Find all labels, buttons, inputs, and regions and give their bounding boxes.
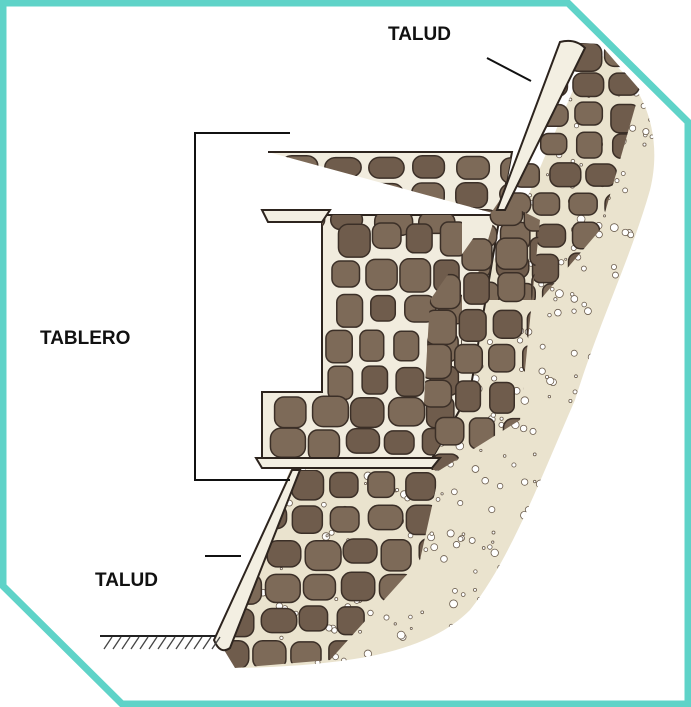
- stone: [572, 72, 605, 98]
- stone: [349, 396, 385, 429]
- stone: [470, 43, 488, 72]
- stone: [549, 162, 582, 188]
- stone: [325, 329, 353, 364]
- stone: [367, 182, 405, 205]
- stone: [405, 223, 433, 254]
- talud-top-leader: [486, 57, 532, 82]
- stone: [470, 102, 494, 126]
- stone: [307, 429, 341, 462]
- tablero-bottom-ledge: [254, 457, 443, 469]
- stone: [264, 573, 301, 604]
- stone: [411, 182, 446, 208]
- tablero-bracket: [194, 132, 290, 481]
- stone: [291, 505, 324, 534]
- stone: [456, 155, 491, 180]
- stone: [368, 156, 405, 179]
- stone: [434, 416, 465, 446]
- stone: [329, 471, 359, 499]
- stone: [424, 309, 457, 346]
- stone: [367, 504, 404, 531]
- stone: [574, 101, 604, 126]
- stone: [380, 538, 412, 572]
- stone: [218, 504, 245, 532]
- stone: [370, 294, 397, 322]
- stone: [311, 395, 350, 428]
- stone: [395, 366, 425, 397]
- stone: [531, 253, 560, 284]
- stone: [327, 365, 354, 401]
- stone: [443, 642, 478, 667]
- stone: [365, 258, 398, 291]
- stone: [585, 163, 618, 187]
- stone: [568, 192, 598, 216]
- stone: [393, 330, 420, 362]
- stone: [458, 308, 487, 342]
- stone: [453, 343, 484, 374]
- stone: [645, 224, 670, 248]
- stone: [489, 381, 515, 414]
- stone: [461, 238, 493, 272]
- stone: [535, 223, 567, 248]
- stone: [575, 131, 603, 159]
- stone: [269, 427, 307, 458]
- ground-line: [100, 635, 221, 650]
- stone: [336, 293, 364, 328]
- stone: [470, 71, 495, 97]
- stone: [463, 272, 490, 305]
- stone: [342, 538, 378, 564]
- stone: [532, 192, 561, 216]
- stone: [280, 154, 319, 177]
- stone: [361, 365, 389, 395]
- stone: [371, 222, 402, 250]
- stone: [279, 182, 322, 205]
- stone: [345, 427, 381, 454]
- stone: [218, 470, 246, 502]
- stone: [639, 43, 640, 71]
- tablero-label: TABLERO: [40, 328, 130, 349]
- stone: [359, 329, 385, 362]
- stone: [324, 156, 362, 178]
- stone: [399, 258, 432, 293]
- stone: [404, 640, 435, 668]
- stone: [273, 396, 307, 429]
- talud-top-label: TALUD: [388, 24, 451, 45]
- talud-bottom-label: TALUD: [95, 570, 158, 591]
- stone: [495, 42, 528, 67]
- stone: [412, 154, 446, 179]
- stone: [252, 639, 287, 668]
- stone: [337, 223, 371, 258]
- stone: [260, 607, 298, 634]
- stone: [405, 471, 437, 501]
- stone: [487, 343, 516, 373]
- stone: [639, 253, 640, 278]
- stone: [608, 72, 640, 96]
- stone: [331, 260, 361, 288]
- lower-talud-edge: [212, 469, 302, 652]
- stone: [336, 606, 365, 636]
- stone: [304, 540, 342, 572]
- tablero-top-ledge: [260, 209, 332, 223]
- stone: [387, 396, 426, 427]
- stone: [302, 573, 337, 601]
- stone: [266, 540, 302, 568]
- stone: [455, 181, 489, 209]
- stone: [298, 605, 329, 632]
- stone: [323, 181, 363, 205]
- stone: [455, 380, 482, 413]
- stone: [421, 379, 453, 408]
- stone: [329, 506, 360, 533]
- stone: [367, 471, 396, 499]
- stone: [340, 571, 376, 602]
- stone: [539, 132, 568, 156]
- stone: [495, 237, 529, 271]
- stone: [383, 430, 415, 455]
- stone: [613, 283, 640, 300]
- stone: [492, 309, 523, 340]
- upper-talud-edge: [495, 39, 587, 211]
- stone: [497, 271, 526, 303]
